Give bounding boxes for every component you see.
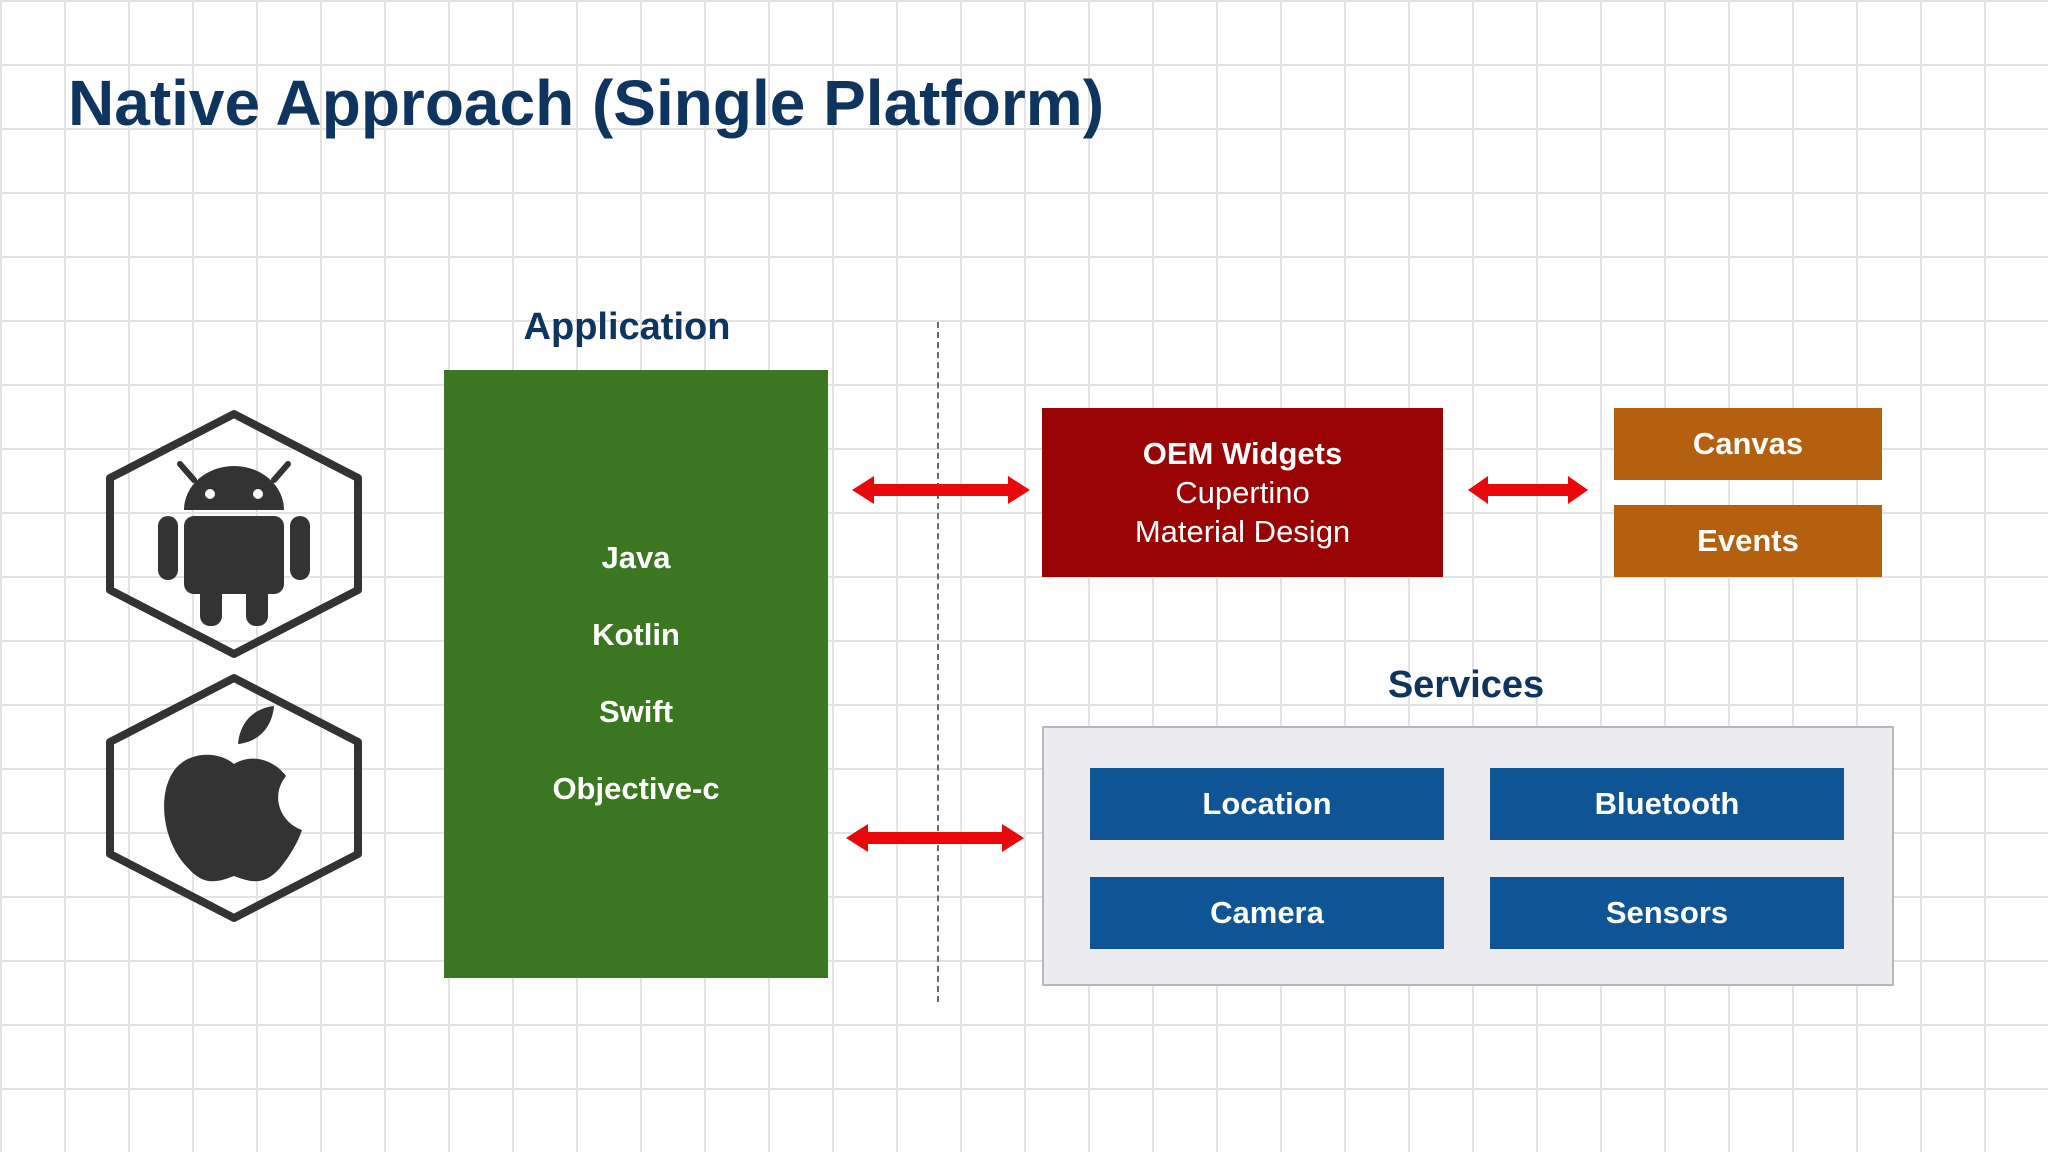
platform-divider (937, 322, 939, 1002)
oem-widgets-heading: OEM Widgets (1142, 436, 1343, 471)
double-arrow-icon (1468, 476, 1588, 504)
service-bluetooth: Bluetooth (1490, 768, 1844, 840)
language-objective-c: Objective-c (552, 771, 720, 806)
language-java: Java (601, 540, 671, 575)
service-camera: Camera (1090, 877, 1444, 949)
application-box: Java Kotlin Swift Objective-c (444, 370, 828, 978)
oem-widgets-box: OEM Widgets Cupertino Material Design (1042, 408, 1443, 577)
service-sensors: Sensors (1490, 877, 1844, 949)
events-box: Events (1614, 505, 1882, 577)
language-swift: Swift (598, 694, 674, 729)
language-kotlin: Kotlin (592, 617, 680, 652)
application-label: Application (523, 306, 731, 348)
double-arrow-icon (846, 824, 1024, 852)
service-location: Location (1090, 768, 1444, 840)
services-panel: Location Bluetooth Camera Sensors (1042, 726, 1894, 986)
widgets-cupertino: Cupertino (1175, 475, 1310, 510)
services-label: Services (1387, 664, 1545, 706)
canvas-box: Canvas (1614, 408, 1882, 480)
android-icon (106, 410, 362, 658)
page-title: Native Approach (Single Platform) (68, 67, 1104, 139)
double-arrow-icon (852, 476, 1030, 504)
widgets-material-design: Material Design (1134, 514, 1351, 549)
apple-icon (106, 674, 362, 922)
